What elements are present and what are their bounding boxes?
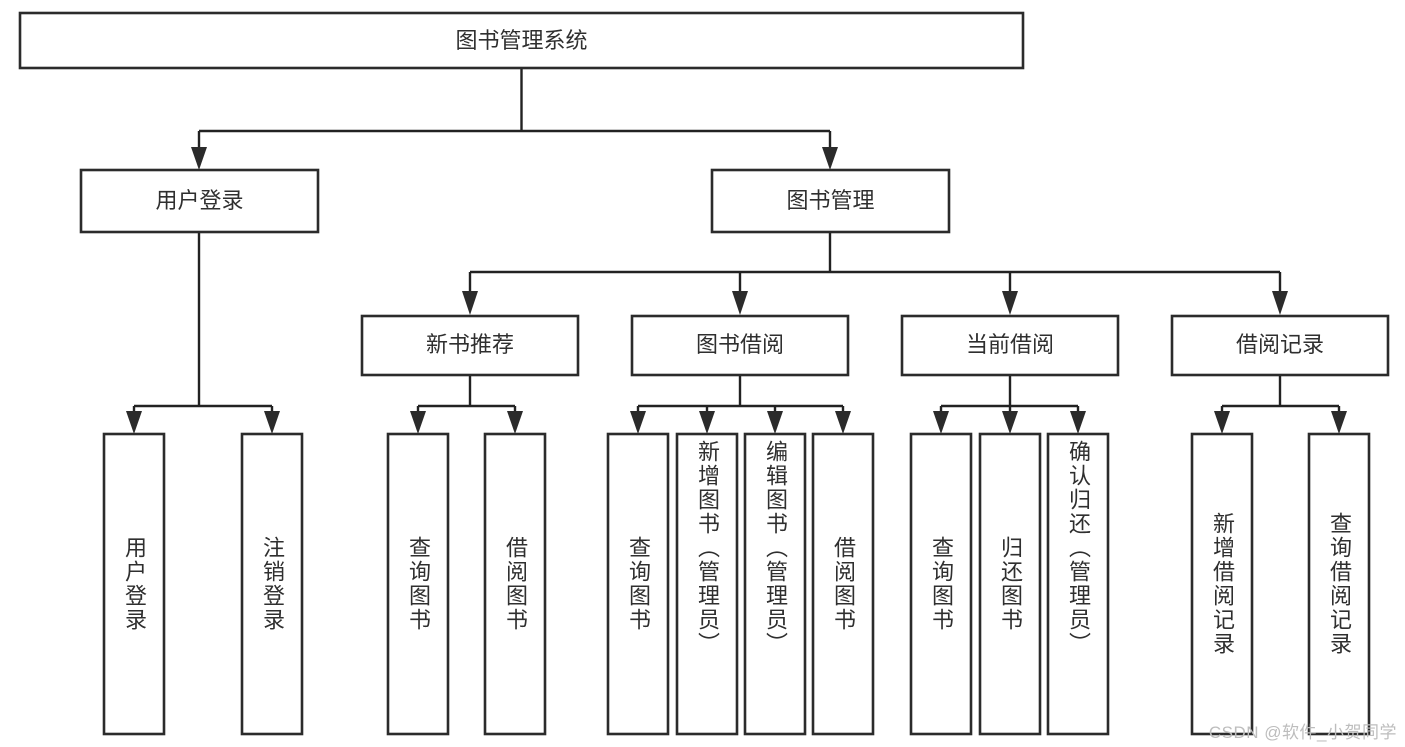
node-leaf-add-book-box[interactable] [675,432,739,736]
node-book-borrow[interactable]: 图书借阅 [630,314,850,377]
node-leaf-query-book-3-box[interactable] [909,432,973,736]
arrow-head-borrow-record [1272,291,1288,315]
arrow-head-new-book-recommend [462,291,478,315]
node-leaf-borrow-book-2-box[interactable] [811,432,875,736]
node-new-book-recommend-box[interactable] [360,314,580,377]
arrow-head-leaf-user-logout [264,411,280,434]
node-borrow-record[interactable]: 借阅记录 [1170,314,1390,377]
arrow-head-leaf-query-book-1 [410,411,426,434]
arrow-head-current-borrow [1002,291,1018,315]
node-current-borrow-label: 当前借阅 [966,332,1054,357]
arrow-head-leaf-confirm-return [1070,411,1086,434]
node-root[interactable]: 图书管理系统 [18,11,1025,70]
arrow-head-user-login [191,147,207,170]
node-leaf-edit-book-box[interactable] [743,432,807,736]
node-leaf-query-record-box[interactable] [1307,432,1371,736]
node-root-label: 图书管理系统 [455,28,587,53]
node-user-login-box[interactable] [79,168,320,234]
node-book-manage[interactable]: 图书管理 [710,168,951,234]
node-borrow-record-box[interactable] [1170,314,1390,377]
node-leaf-add-record-box[interactable] [1190,432,1254,736]
node-book-manage-box[interactable] [710,168,951,234]
node-current-borrow-box[interactable] [900,314,1120,377]
csdn-watermark: CSDN @软件_小贺同学 [1208,723,1397,742]
node-current-borrow[interactable]: 当前借阅 [900,314,1120,377]
nodes-layer-horizontal: 图书管理系统 用户登录 图书管理 新书推荐 图书借阅 当前借阅 [18,11,1390,377]
node-new-book-recommend-label: 新书推荐 [426,332,514,357]
node-leaf-borrow-book-1-box[interactable] [483,432,547,736]
arrow-head-book-manage [822,147,838,170]
node-book-borrow-box[interactable] [630,314,850,377]
node-leaf-query-book-2-box[interactable] [606,432,670,736]
node-leaf-user-login-box[interactable] [102,432,166,736]
node-book-borrow-label: 图书借阅 [696,332,784,357]
arrow-head-leaf-query-book-2 [630,411,646,434]
arrow-head-leaf-add-book [699,411,715,434]
arrow-head-leaf-borrow-book-2 [835,411,851,434]
node-leaf-query-book-1-box[interactable] [386,432,450,736]
nodes-layer-leaves [102,432,1371,736]
arrow-head-leaf-user-login [126,411,142,434]
arrow-head-leaf-borrow-book-1 [507,411,523,434]
arrow-head-leaf-query-book-3 [933,411,949,434]
arrow-head-leaf-return-book [1002,411,1018,434]
arrow-head-book-borrow [732,291,748,315]
node-book-manage-label: 图书管理 [786,188,874,213]
node-root-box[interactable] [18,11,1025,70]
node-new-book-recommend[interactable]: 新书推荐 [360,314,580,377]
arrow-head-leaf-edit-book [767,411,783,434]
arrow-head-leaf-query-record [1331,411,1347,434]
node-user-login[interactable]: 用户登录 [79,168,320,234]
node-leaf-confirm-return-box[interactable] [1046,432,1110,736]
node-leaf-return-book-box[interactable] [978,432,1042,736]
edges-layer [126,68,1347,434]
node-leaf-user-logout-box[interactable] [240,432,304,736]
node-user-login-label: 用户登录 [155,188,243,213]
node-borrow-record-label: 借阅记录 [1236,332,1324,357]
arrow-head-leaf-add-record [1214,411,1230,434]
